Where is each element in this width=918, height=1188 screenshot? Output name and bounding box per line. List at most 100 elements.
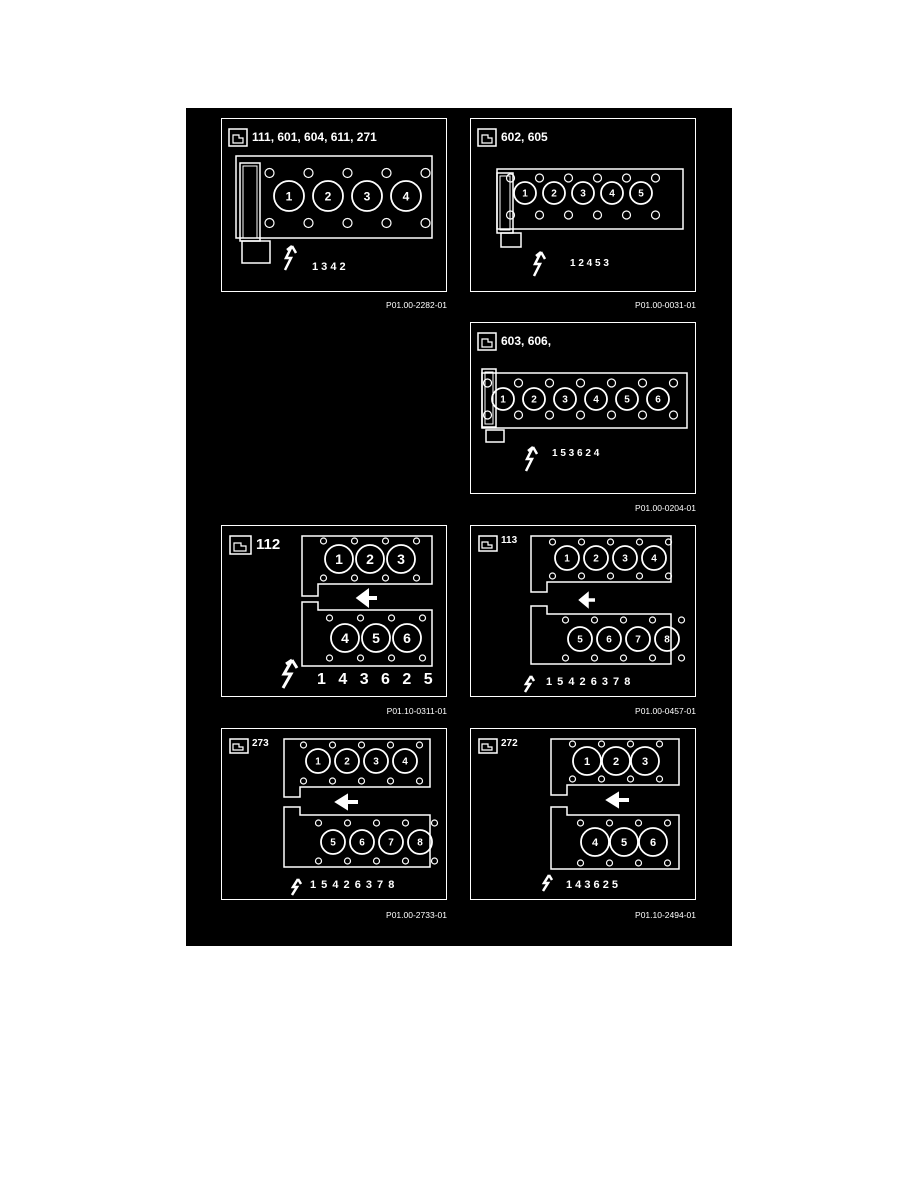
bolt-hole (590, 654, 599, 662)
bolt-hole (299, 741, 308, 749)
bolt-hole (563, 210, 574, 220)
firing-order: 1 4 3 6 2 5 (317, 671, 437, 688)
bolt-hole (381, 217, 392, 229)
engine-title: 603, 606, (501, 334, 552, 348)
bolt-hole (372, 819, 381, 827)
cylinder-number: 3 (364, 189, 371, 203)
bank-bottom-outline (550, 806, 680, 870)
figure-caption: P01.00-0204-01 (635, 503, 696, 513)
cylinder-bore (596, 626, 622, 652)
bolt-hole (575, 410, 586, 420)
bolt-hole (356, 654, 365, 662)
cylinder-bore (641, 545, 667, 571)
cylinder-bore (513, 181, 537, 205)
bank-top-outline (550, 738, 680, 796)
cylinder-number: 7 (635, 635, 641, 646)
direction-arrow-icon (355, 588, 377, 608)
cylinder-number: 5 (638, 189, 644, 200)
cylinder-number: 1 (286, 189, 293, 203)
bolt-hole (650, 173, 661, 183)
figure-caption: P01.10-2494-01 (635, 910, 696, 920)
bolt-hole (637, 410, 648, 420)
bolt-hole (664, 538, 673, 546)
bolt-hole (655, 775, 664, 783)
cylinder-bore (330, 623, 360, 653)
bolt-hole (350, 574, 359, 582)
firing-order: 1 2 4 5 3 (570, 258, 609, 269)
cylinder-number: 8 (664, 635, 670, 646)
cylinder-number: 2 (366, 551, 374, 567)
cylinder-bore (583, 545, 609, 571)
cylinder-bore (361, 623, 391, 653)
bolt-hole (319, 537, 328, 545)
firing-order: 1 5 4 2 6 3 7 8 (310, 879, 396, 891)
bolt-hole (590, 616, 599, 624)
bolt-hole (635, 572, 644, 580)
cylinder-number: 5 (330, 838, 336, 849)
cylinder-number: 1 (335, 551, 343, 567)
bolt-hole (548, 572, 557, 580)
engine-icon (477, 128, 497, 147)
cylinder-number: 2 (613, 756, 619, 768)
cylinder-number: 4 (609, 189, 615, 200)
bolt-hole (430, 819, 439, 827)
cylinder-bore (638, 827, 668, 857)
cylinder-bore (609, 827, 639, 857)
bank-bottom-outline (301, 601, 433, 667)
bank-top-outline (301, 535, 433, 597)
bolt-hole (637, 378, 648, 388)
cylinder-bore (571, 181, 595, 205)
cylinder-number: 6 (403, 630, 411, 646)
bolt-hole (303, 217, 314, 229)
cylinder-number: 1 (564, 554, 570, 565)
engine-icon (478, 738, 498, 754)
bank-top-outline (283, 738, 431, 798)
bolt-hole (325, 654, 334, 662)
cylinder-number: 2 (325, 189, 332, 203)
cylinder-number: 5 (372, 630, 380, 646)
bolt-hole (513, 410, 524, 420)
bolt-hole (343, 857, 352, 865)
firing-arrow-icon (523, 675, 536, 693)
cylinder-number: 8 (417, 838, 423, 849)
bolt-hole (605, 819, 614, 827)
cylinder-bore (612, 545, 638, 571)
bolt-hole (648, 654, 657, 662)
bolt-hole (648, 616, 657, 624)
engine-icon (229, 738, 249, 754)
firing-order: 1 5 3 6 2 4 (552, 448, 600, 459)
bolt-hole (534, 173, 545, 183)
bolt-hole (401, 857, 410, 865)
head-bolts (548, 538, 686, 662)
cylinder-bore (554, 545, 580, 571)
bolt-hole (655, 740, 664, 748)
cylinder-number: 4 (592, 837, 599, 849)
engine-icon (478, 535, 498, 552)
bolt-hole (513, 378, 524, 388)
bolt-hole (381, 537, 390, 545)
cylinder-bore (363, 748, 389, 774)
direction-arrow-icon (605, 791, 629, 809)
cylinder-bore (355, 544, 385, 574)
cylinder-number: 6 (650, 837, 656, 849)
cylinder-number: 4 (593, 395, 599, 406)
cylinder-bore (392, 623, 422, 653)
cylinder-number: 5 (624, 395, 630, 406)
bolt-hole (381, 167, 392, 179)
cylinder-number: 3 (580, 189, 586, 200)
cylinder-bore (324, 544, 354, 574)
head-bolts (264, 167, 431, 229)
bank-top-outline (530, 535, 672, 593)
cylinder-number: 3 (622, 554, 628, 565)
bolt-hole (664, 572, 673, 580)
bolt-hole (420, 167, 431, 179)
bolt-hole (668, 378, 679, 388)
bolt-hole (314, 857, 323, 865)
